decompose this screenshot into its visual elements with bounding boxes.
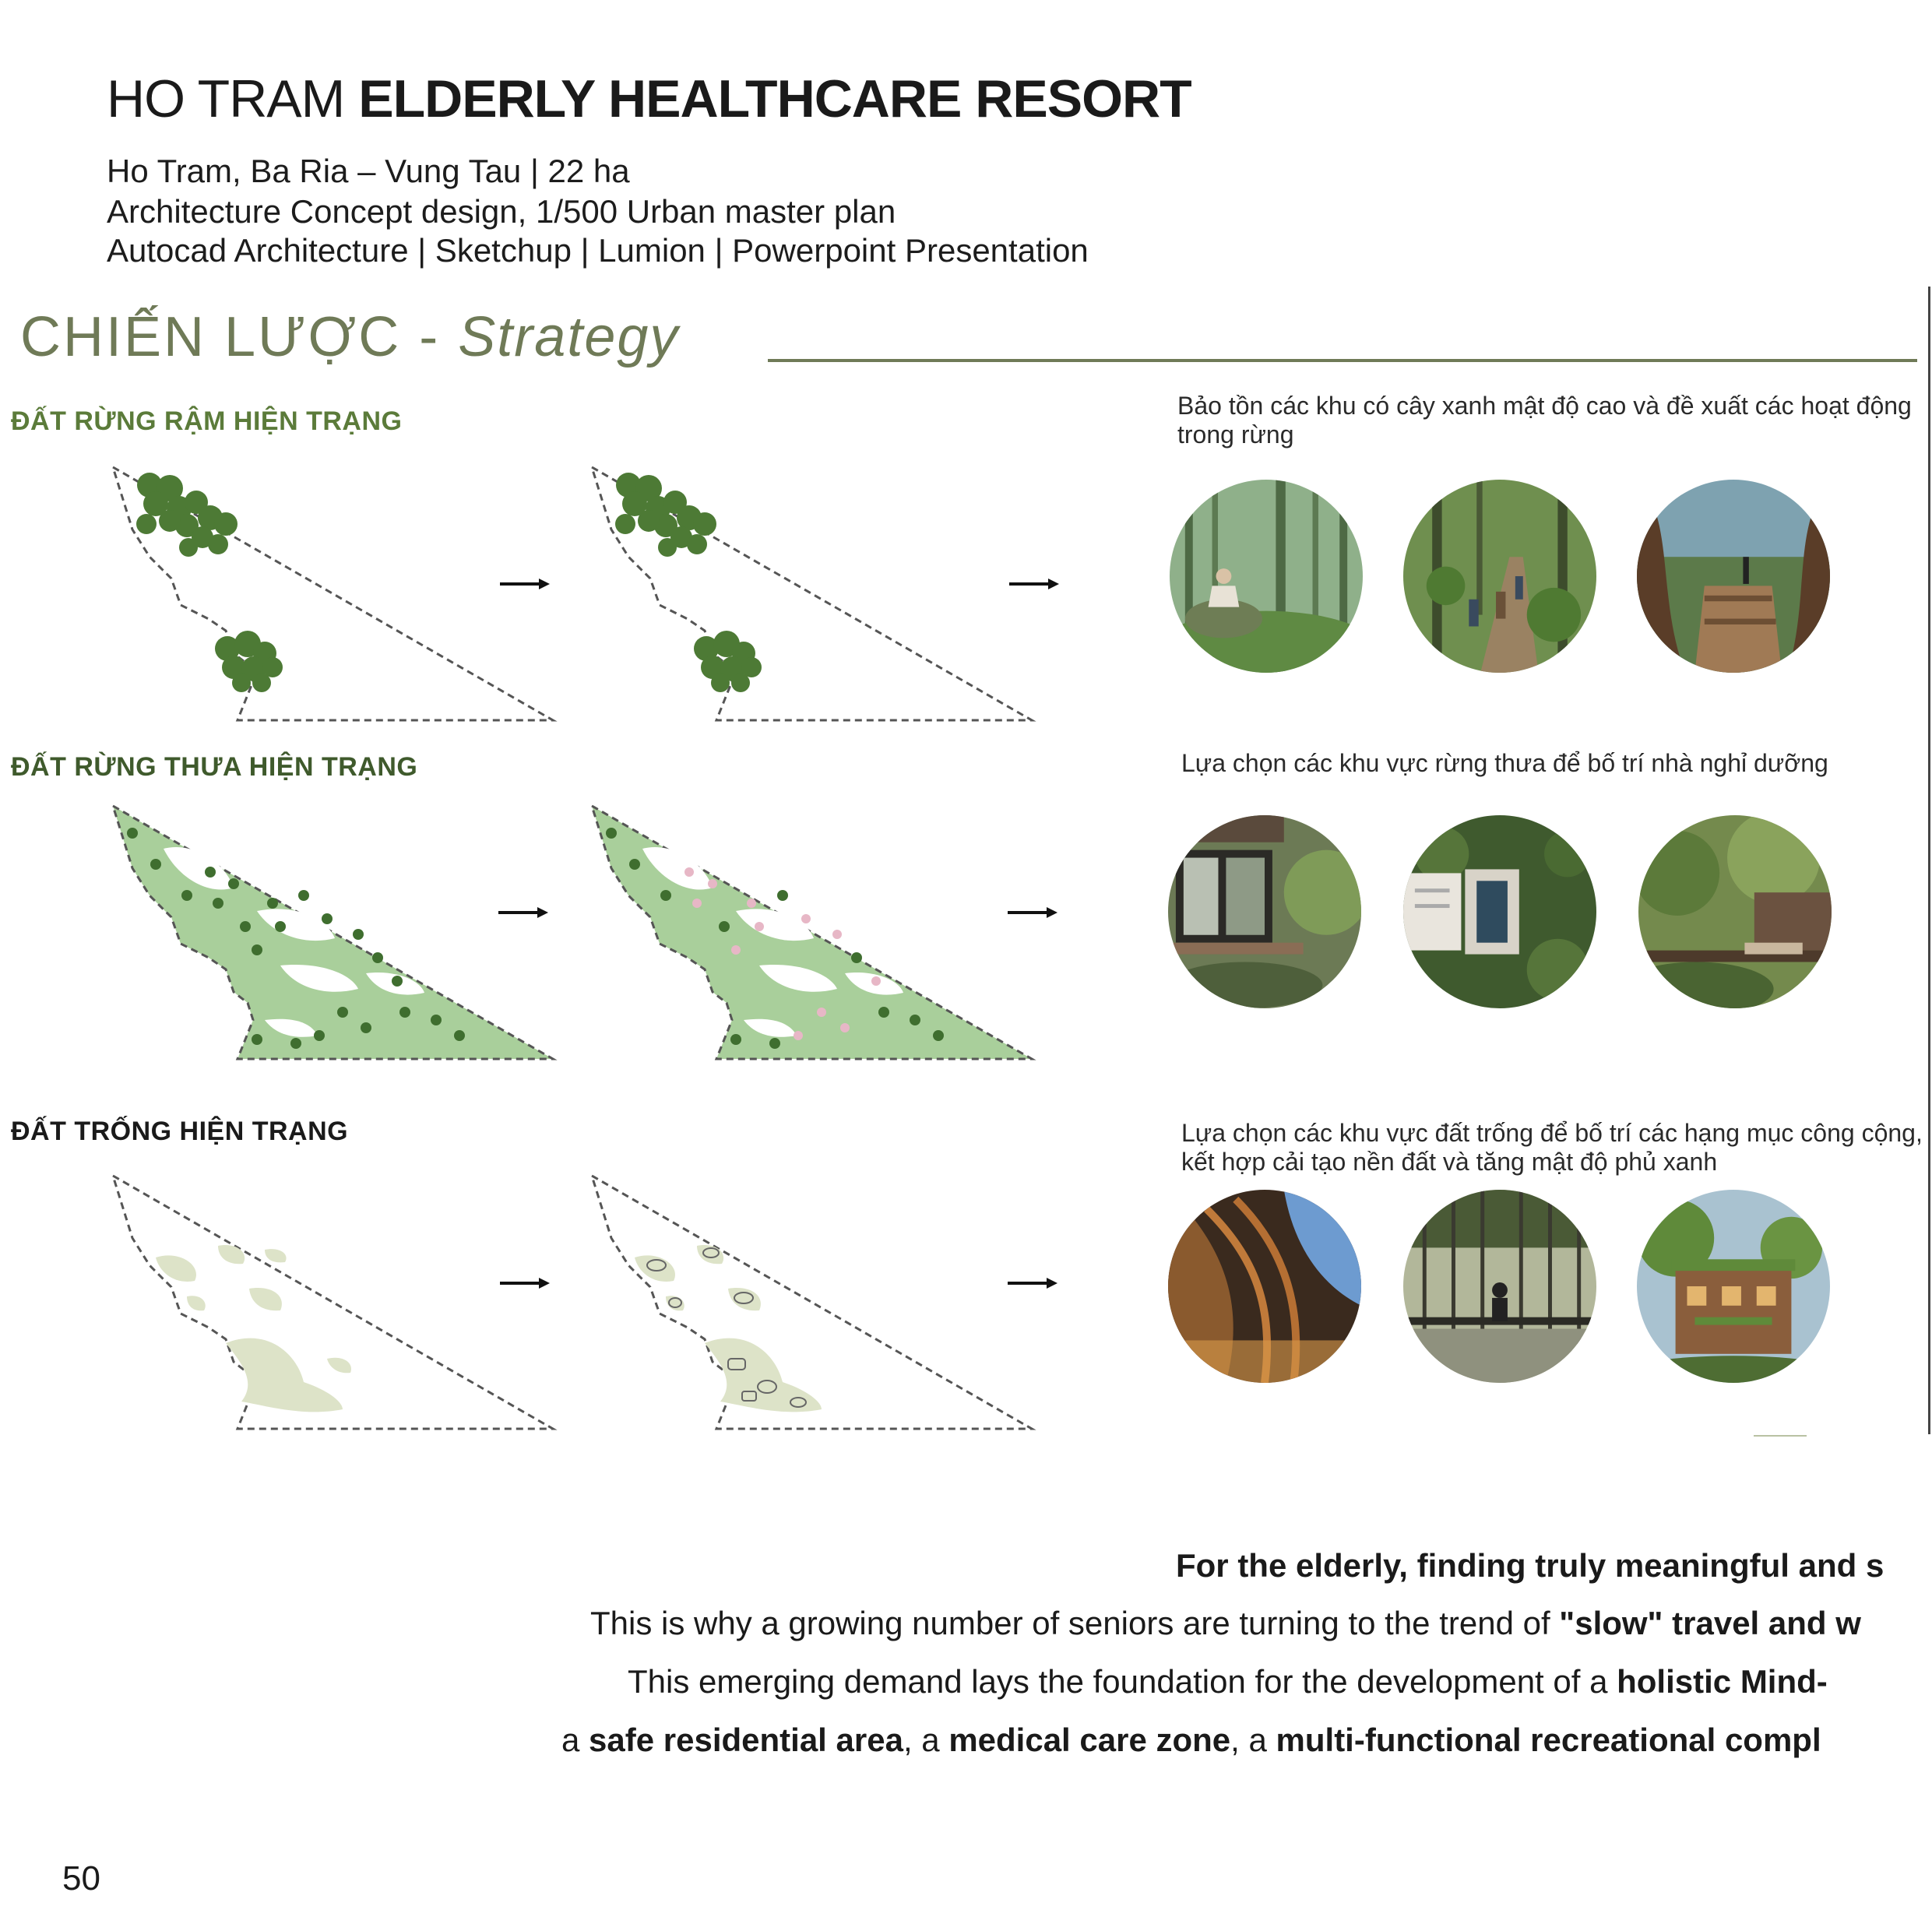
- dense-tree-cluster: [136, 473, 238, 557]
- paragraph-line-4-e: , a: [1230, 1722, 1276, 1758]
- section-desc-empty-land: Lựa chọn các khu vực đất trống để bố trí…: [1181, 1119, 1923, 1176]
- dense-forest-preserved-diagram: [589, 464, 1036, 722]
- sparse-forest-existing-diagram: [111, 803, 558, 1060]
- resort-villa-markers: [684, 867, 881, 1040]
- title-bold: ELDERLY HEALTHCARE RESORT: [358, 69, 1191, 128]
- arrow-right-icon: [498, 907, 548, 918]
- short-divider: [1754, 1435, 1807, 1437]
- public-building-outlines: [646, 1247, 807, 1408]
- strategy-heading-vi: CHIẾN LƯỢC -: [20, 306, 441, 368]
- empty-land-public-facilities-diagram: [589, 1173, 1036, 1430]
- timber-pavilion-photo: [1168, 1190, 1361, 1383]
- paragraph-line-3-text: This emerging demand lays the foundation…: [628, 1663, 1617, 1700]
- paragraph-line-4-a: a: [561, 1722, 589, 1758]
- dense-tree-cluster-small: [215, 631, 283, 692]
- forest-meditation-photo: [1170, 480, 1363, 673]
- arrow-right-icon: [500, 1278, 550, 1289]
- garden-terrace-photo: [1638, 815, 1832, 1008]
- arrow-right-icon: [1009, 579, 1059, 589]
- paragraph-line-3: This emerging demand lays the foundation…: [628, 1663, 1828, 1701]
- paragraph-line-4-d: medical care zone: [948, 1722, 1231, 1758]
- green-roof-building-photo: [1637, 1190, 1830, 1383]
- page-number: 50: [62, 1859, 100, 1898]
- bamboo-hall-photo: [1403, 1190, 1596, 1383]
- sparse-forest-resort-diagram: [589, 803, 1036, 1060]
- section-label-sparse-forest: ĐẤT RỪNG THƯA HIỆN TRẠNG: [11, 752, 418, 782]
- section-label-dense-forest: ĐẤT RỪNG RẬM HIỆN TRẠNG: [11, 406, 403, 436]
- paragraph-line-2: This is why a growing number of seniors …: [590, 1605, 1861, 1642]
- empty-land-existing-diagram: [111, 1173, 558, 1430]
- heading-divider: [768, 359, 1917, 362]
- empty-land-patches: [156, 1245, 351, 1412]
- forest-villa-photo: [1168, 815, 1361, 1008]
- section-desc-dense-forest: Bảo tồn các khu có cây xanh mật độ cao v…: [1177, 392, 1912, 448]
- project-title: HO TRAM ELDERLY HEALTHCARE RESORT: [107, 69, 1192, 129]
- section-label-empty-land: ĐẤT TRỐNG HIỆN TRẠNG: [11, 1117, 349, 1146]
- dense-forest-existing-diagram: [111, 464, 558, 722]
- paragraph-line-2-text: This is why a growing number of seniors …: [590, 1605, 1560, 1641]
- paragraph-line-3-bold: holistic Mind-: [1617, 1663, 1828, 1700]
- project-tools: Autocad Architecture | Sketchup | Lumion…: [107, 232, 1089, 269]
- project-location: Ho Tram, Ba Ria – Vung Tau | 22 ha: [107, 153, 630, 189]
- arrow-right-icon: [1008, 907, 1057, 918]
- right-edge-divider: [1928, 287, 1930, 1434]
- arrow-right-icon: [500, 579, 550, 589]
- title-light: HO TRAM: [107, 69, 345, 128]
- strategy-heading-en: Strategy: [458, 306, 680, 368]
- section-desc-sparse-forest: Lựa chọn các khu vực rừng thưa để bố trí…: [1181, 749, 1828, 777]
- forest-hiking-photo: [1403, 480, 1596, 673]
- project-scope: Architecture Concept design, 1/500 Urban…: [107, 193, 896, 230]
- treetop-deck-photo: [1637, 480, 1830, 673]
- paragraph-line-4-c: , a: [903, 1722, 949, 1758]
- paragraph-line-4-f: multi-functional recreational compl: [1276, 1722, 1821, 1758]
- paragraph-line-1-bold: For the elderly, finding truly meaningfu…: [1176, 1547, 1884, 1584]
- paragraph-line-2-bold: "slow" travel and w: [1559, 1605, 1861, 1641]
- strategy-heading: CHIẾN LƯỢC - Strategy: [20, 305, 679, 369]
- villa-pool-aerial-photo: [1403, 815, 1596, 1008]
- arrow-right-icon: [1008, 1278, 1057, 1289]
- paragraph-line-4-b: safe residential area: [589, 1722, 903, 1758]
- paragraph-line-1: For the elderly, finding truly meaningfu…: [1176, 1547, 1884, 1585]
- paragraph-line-4: a safe residential area, a medical care …: [561, 1722, 1821, 1759]
